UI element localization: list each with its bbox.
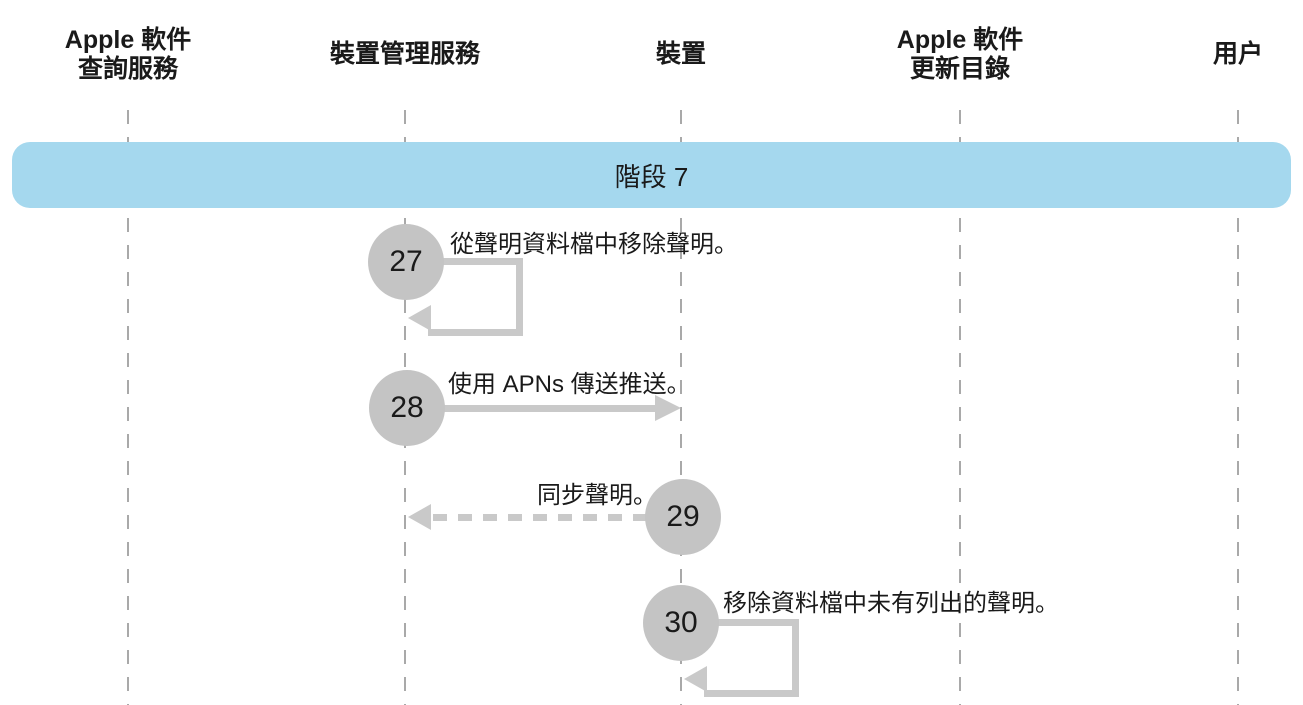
lifeline-apple-software-update-catalog (959, 110, 961, 705)
lifeline-user (1237, 110, 1239, 705)
actor-user: 用户 (1213, 40, 1263, 69)
actor-label-line: 查詢服務 (77, 55, 178, 83)
phase-banner: 階段 7 (12, 142, 1291, 208)
step-27-arrowhead-icon (408, 305, 431, 331)
step-29-arrowhead-icon (408, 504, 431, 530)
step-29-number-badge: 29 (645, 479, 721, 555)
step-30-arrowhead-icon (684, 666, 707, 692)
actor-apple-software-update-catalog: Apple 軟件 更新目錄 (897, 26, 1023, 84)
step-27-label: 從聲明資料檔中移除聲明。 (450, 231, 738, 258)
phase-label: 階段 7 (614, 161, 689, 192)
step-30-label: 移除資料檔中未有列出的聲明。 (723, 590, 1059, 617)
step-29-arrow-line (433, 514, 683, 521)
actor-device-management-service: 裝置管理服務 (330, 40, 480, 69)
step-27-number-badge: 27 (368, 224, 444, 300)
step-29-label: 同步聲明。 (537, 482, 657, 509)
actor-label-line: 用户 (1212, 40, 1264, 68)
actor-label-line: 更新目錄 (909, 55, 1010, 83)
step-27-self-loop-arrow (428, 258, 523, 336)
actor-label-line: 裝置管理服務 (329, 40, 481, 68)
step-28-label: 使用 APNs 傳送推送。 (448, 371, 691, 398)
actor-label-line: Apple 軟件 (896, 26, 1024, 54)
step-30-number-badge: 30 (643, 585, 719, 661)
actor-device: 裝置 (656, 40, 706, 69)
actor-label-line: 裝置 (655, 40, 707, 68)
step-28-arrowhead-icon (655, 395, 681, 421)
lifeline-device (680, 110, 682, 705)
step-28-number-badge: 28 (369, 370, 445, 446)
actor-label-line: Apple 軟件 (64, 26, 192, 54)
step-28-arrow-line (407, 405, 657, 412)
actor-apple-software-lookup-service: Apple 軟件 查詢服務 (65, 26, 191, 84)
step-30-self-loop-arrow (704, 619, 799, 697)
lifeline-apple-software-lookup-service (127, 110, 129, 705)
